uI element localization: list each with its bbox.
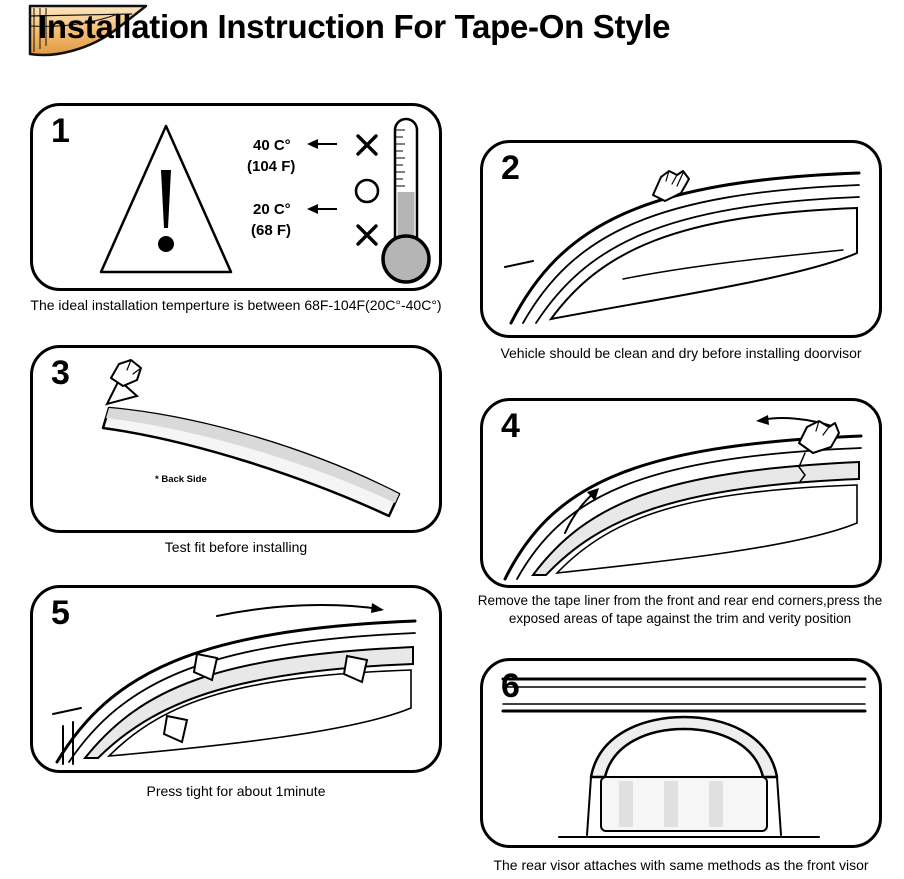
clean-window-illustration — [504, 170, 861, 325]
roof-rails — [501, 677, 867, 713]
arrow-left-icon — [307, 139, 337, 149]
temperature-illustration: 40 C° (104 F) 20 C° (68 F) — [99, 117, 431, 284]
page-title: Installation Instruction For Tape-On Sty… — [38, 8, 671, 45]
step-3-number: 3 — [51, 354, 70, 392]
step-4-number: 4 — [501, 407, 520, 445]
hand-icon — [652, 170, 690, 202]
tape-tab-icon — [192, 652, 219, 682]
tape-tab-icon — [162, 714, 189, 744]
temp-low-f-label: (68 F) — [251, 222, 291, 239]
step-5-box: 5 — [30, 585, 442, 773]
hand-icon — [110, 359, 142, 387]
temp-high-f-label: (104 F) — [247, 158, 295, 175]
cross-icon — [356, 134, 378, 156]
rear-visor-illustration — [501, 677, 867, 838]
step-2-caption: Vehicle should be clean and dry before i… — [500, 345, 862, 361]
visor-illustration — [101, 406, 401, 518]
step-6-number: 6 — [501, 667, 520, 705]
rear-visor-dome — [589, 715, 779, 779]
step-4-caption: Remove the tape liner from the front and… — [477, 593, 883, 627]
step-6-caption: The rear visor attaches with same method… — [493, 857, 869, 873]
header: Installation Instruction For Tape-On Sty… — [0, 0, 904, 66]
hand-icon — [798, 420, 840, 454]
warning-triangle-icon — [99, 124, 233, 274]
step-1-box: 1 40 C° (104 F) 20 C° (68 F) — [30, 103, 442, 291]
rear-window — [600, 776, 768, 832]
tape-liner-illustration — [503, 415, 863, 581]
tape-flap-icon — [105, 378, 140, 406]
thermometer-icon — [381, 117, 431, 284]
step-2-box: 2 — [480, 140, 882, 338]
back-side-label: * Back Side — [155, 474, 207, 485]
temp-low-label: 20 C° — [253, 201, 291, 218]
cross-icon — [356, 224, 378, 246]
tape-liner-strip — [798, 452, 806, 484]
step-3-caption: Test fit before installing — [164, 539, 308, 555]
car-window-illustration — [503, 434, 863, 581]
step-3-box: 3 * Back Side — [30, 345, 442, 533]
arrow-left-icon — [307, 204, 337, 214]
press-tight-illustration — [52, 603, 417, 765]
step-1-caption: The ideal installation temperture is bet… — [30, 297, 442, 313]
window-post — [776, 776, 782, 836]
arrow-up-icon — [564, 488, 599, 534]
car-window-illustration — [504, 171, 861, 325]
step-4-box: 4 — [480, 398, 882, 588]
step-2-number: 2 — [501, 149, 520, 187]
car-window-illustration — [52, 619, 417, 765]
arrow-right-icon — [216, 603, 384, 617]
tape-tab-icon — [342, 654, 369, 684]
temp-high-label: 40 C° — [253, 137, 291, 154]
visor-test-fit-illustration: * Back Side — [101, 359, 401, 518]
step-5-caption: Press tight for about 1minute — [146, 783, 326, 799]
arrow-left-icon — [756, 415, 836, 428]
step-6-box: 6 — [480, 658, 882, 848]
window-post — [586, 776, 592, 836]
step-5-number: 5 — [51, 594, 70, 632]
ok-circle-icon — [354, 178, 380, 204]
step-1-number: 1 — [51, 112, 70, 150]
visor-logo-icon — [28, 4, 148, 57]
